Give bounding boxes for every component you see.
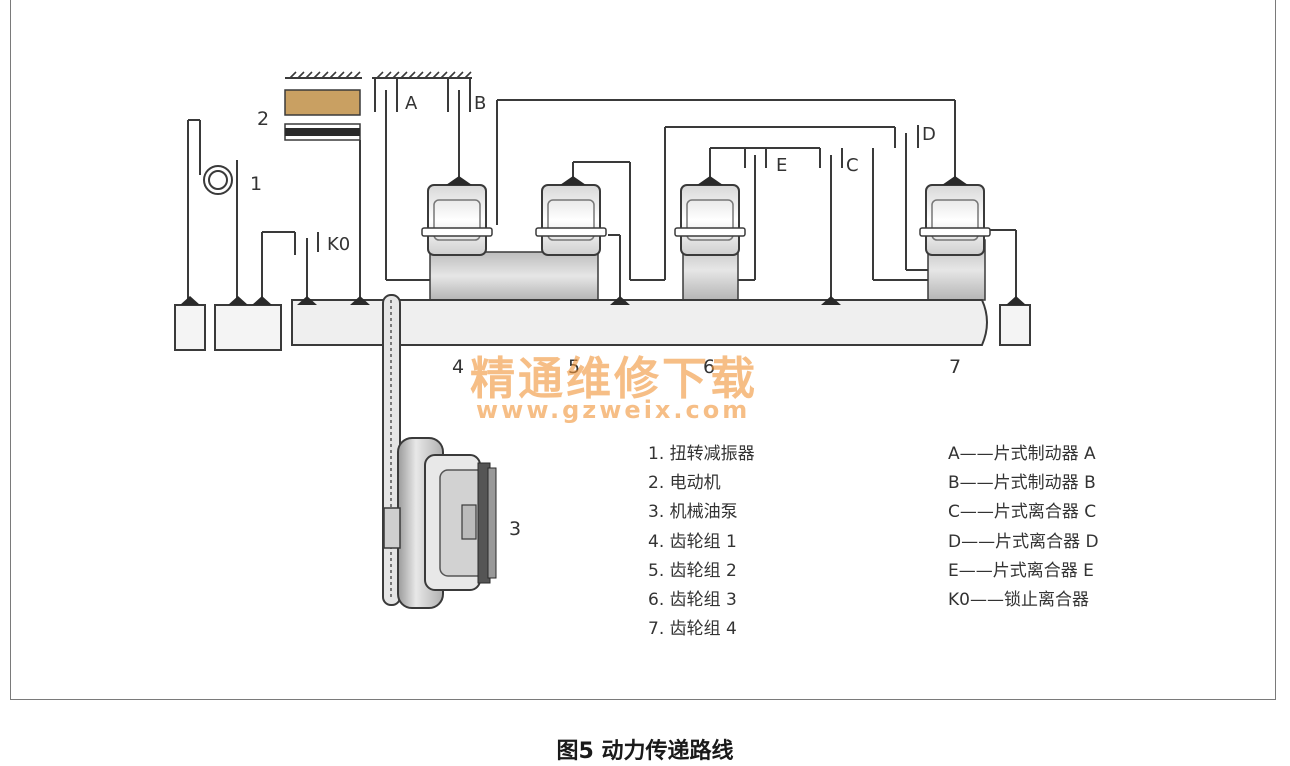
legend-item: 6. 齿轮组 3 [648, 590, 737, 611]
label-gearset4-number: 7 [949, 356, 961, 378]
output-shaft-stub [999, 304, 1031, 346]
label-clutch-d: D [922, 124, 936, 145]
clutch-e-c-symbol [709, 147, 932, 300]
gearset-2-drum [535, 176, 607, 256]
legend-item: 7. 齿轮组 4 [648, 619, 737, 640]
figure-caption: 图5 动力传递路线 [556, 739, 734, 764]
label-motor-number: 2 [257, 108, 269, 130]
legend-item: A——片式制动器 A [948, 444, 1096, 464]
label-gearset2-number: 5 [568, 356, 580, 378]
label-gearset3-number: 6 [703, 356, 715, 378]
element-legend: A——片式制动器 A B——片式制动器 B C——片式离合器 C D——片式离合… [948, 440, 1099, 615]
label-gearset1-number: 4 [452, 356, 464, 378]
label-k0: K0 [327, 234, 350, 255]
legend-item: C——片式离合器 C [948, 502, 1097, 523]
brake-b-symbol [447, 78, 471, 178]
gearset-3-drum [674, 176, 746, 256]
legend-item: 3. 机械油泵 [648, 502, 738, 523]
legend-item: B——片式制动器 B [948, 473, 1096, 494]
mechanical-oil-pump [383, 437, 497, 609]
gearset-drums [421, 176, 991, 256]
label-brake-b: B [474, 93, 486, 114]
legend-item: 4. 齿轮组 1 [648, 531, 737, 552]
diagram-frame [10, 0, 1276, 700]
diagram-labels: 2 1 3 4 5 6 7 A B C D E K0 [250, 93, 961, 540]
legend-item: 2. 电动机 [648, 473, 721, 494]
gearset-4-drum [919, 176, 991, 256]
k0-clutch-symbol [261, 231, 319, 300]
legend-item: 1. 扭转减振器 [648, 444, 755, 464]
label-damper-number: 1 [250, 173, 262, 195]
label-brake-a: A [405, 93, 418, 114]
label-pump-number: 3 [509, 518, 521, 540]
damper-shaft-segment [214, 304, 282, 351]
legend-item: D——片式离合器 D [948, 531, 1099, 552]
ground-hatch [285, 71, 472, 79]
label-clutch-e: E [776, 155, 787, 176]
brake-a-symbol [374, 78, 432, 281]
shafts [174, 299, 1031, 351]
legend-item: 5. 齿轮组 2 [648, 560, 737, 581]
component-legend: 1. 扭转减振器 2. 电动机 3. 机械油泵 4. 齿轮组 1 5. 齿轮组 … [648, 440, 755, 644]
legend-item: K0——锁止离合器 [948, 590, 1089, 611]
shaft-connection-nodes [180, 296, 1026, 305]
electric-motor-symbol [284, 89, 361, 141]
legend-item: E——片式离合器 E [948, 560, 1094, 581]
main-shaft [291, 299, 988, 346]
clutch-d-symbol [630, 125, 932, 281]
watermark-text: 精通维修下载 [470, 352, 759, 405]
torsion-damper-symbol [187, 119, 238, 300]
label-clutch-c: C [846, 155, 859, 176]
input-shaft-stub [174, 304, 206, 351]
gearset-1-drum [421, 176, 493, 256]
watermark-url: www.gzweix.com [476, 396, 751, 424]
